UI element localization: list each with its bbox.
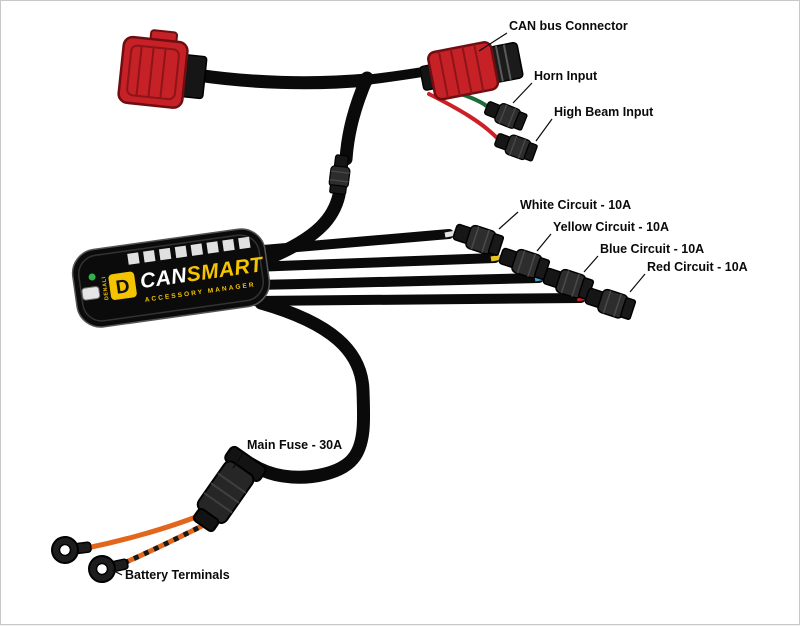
cable-circuit-white — [246, 229, 454, 256]
high-beam-connector — [492, 129, 539, 164]
red-circuit-connector — [582, 283, 638, 323]
label-main-fuse: Main Fuse - 30A — [247, 438, 342, 452]
label-battery: Battery Terminals — [125, 568, 230, 582]
leader-high-beam — [535, 118, 553, 142]
connector-body — [117, 35, 189, 109]
wire-battery-orange-1 — [84, 512, 204, 551]
cable-circuit-yellow — [248, 253, 500, 272]
label-red-circuit: Red Circuit - 10A — [647, 260, 748, 274]
decorative-squares — [127, 236, 251, 265]
leader-red-circuit — [629, 273, 646, 293]
leader-blue-circuit — [583, 255, 599, 273]
battery-ring-terminal-1 — [49, 532, 94, 566]
wire-battery-orange-2 — [121, 520, 211, 566]
leader-white-circuit — [498, 211, 519, 230]
label-high-beam: High Beam Input — [554, 105, 654, 119]
cansmart-controller: D DENALI CANSMART ACCESSORY MANAGER — [71, 228, 271, 328]
denali-logo-letter: D — [115, 276, 132, 299]
cable-down-to-fuse — [244, 296, 371, 484]
battery-ring-terminal-2 — [85, 549, 132, 586]
label-can-bus: CAN bus Connector — [509, 19, 628, 33]
cable-trunk-upper — [339, 71, 374, 166]
leader-can-bus — [478, 32, 508, 52]
fuse-bottom-boot — [192, 507, 220, 533]
denali-logo — [108, 271, 137, 300]
label-blue-circuit: Blue Circuit - 10A — [600, 242, 704, 256]
labels: CAN bus Connector Horn Input High Beam I… — [111, 19, 748, 582]
denali-brand-text: DENALI — [101, 276, 110, 301]
label-horn: Horn Input — [534, 69, 598, 83]
controller-body — [71, 228, 271, 328]
can-bus-connector — [419, 41, 524, 101]
status-led — [88, 273, 96, 281]
leader-battery — [111, 569, 123, 576]
controller-inner-rim — [78, 234, 264, 322]
red-connector-left — [117, 29, 208, 109]
leader-horn — [512, 82, 533, 104]
label-white-circuit: White Circuit - 10A — [520, 198, 631, 212]
cable-circuit-blue — [248, 273, 544, 290]
main-fuse-holder — [192, 445, 267, 533]
cable-circuit-red — [246, 293, 586, 306]
leader-yellow-circuit — [536, 233, 552, 252]
inline-connector — [327, 153, 353, 196]
white-circuit-connector — [450, 219, 506, 259]
cable-main-top — [190, 68, 374, 90]
horn-connector — [481, 97, 529, 133]
wire-highbeam-red — [427, 92, 500, 141]
label-yellow-circuit: Yellow Circuit - 10A — [553, 220, 669, 234]
leader-main-fuse — [232, 451, 245, 469]
usb-port — [81, 286, 101, 301]
connector-inner-line — [126, 44, 180, 101]
